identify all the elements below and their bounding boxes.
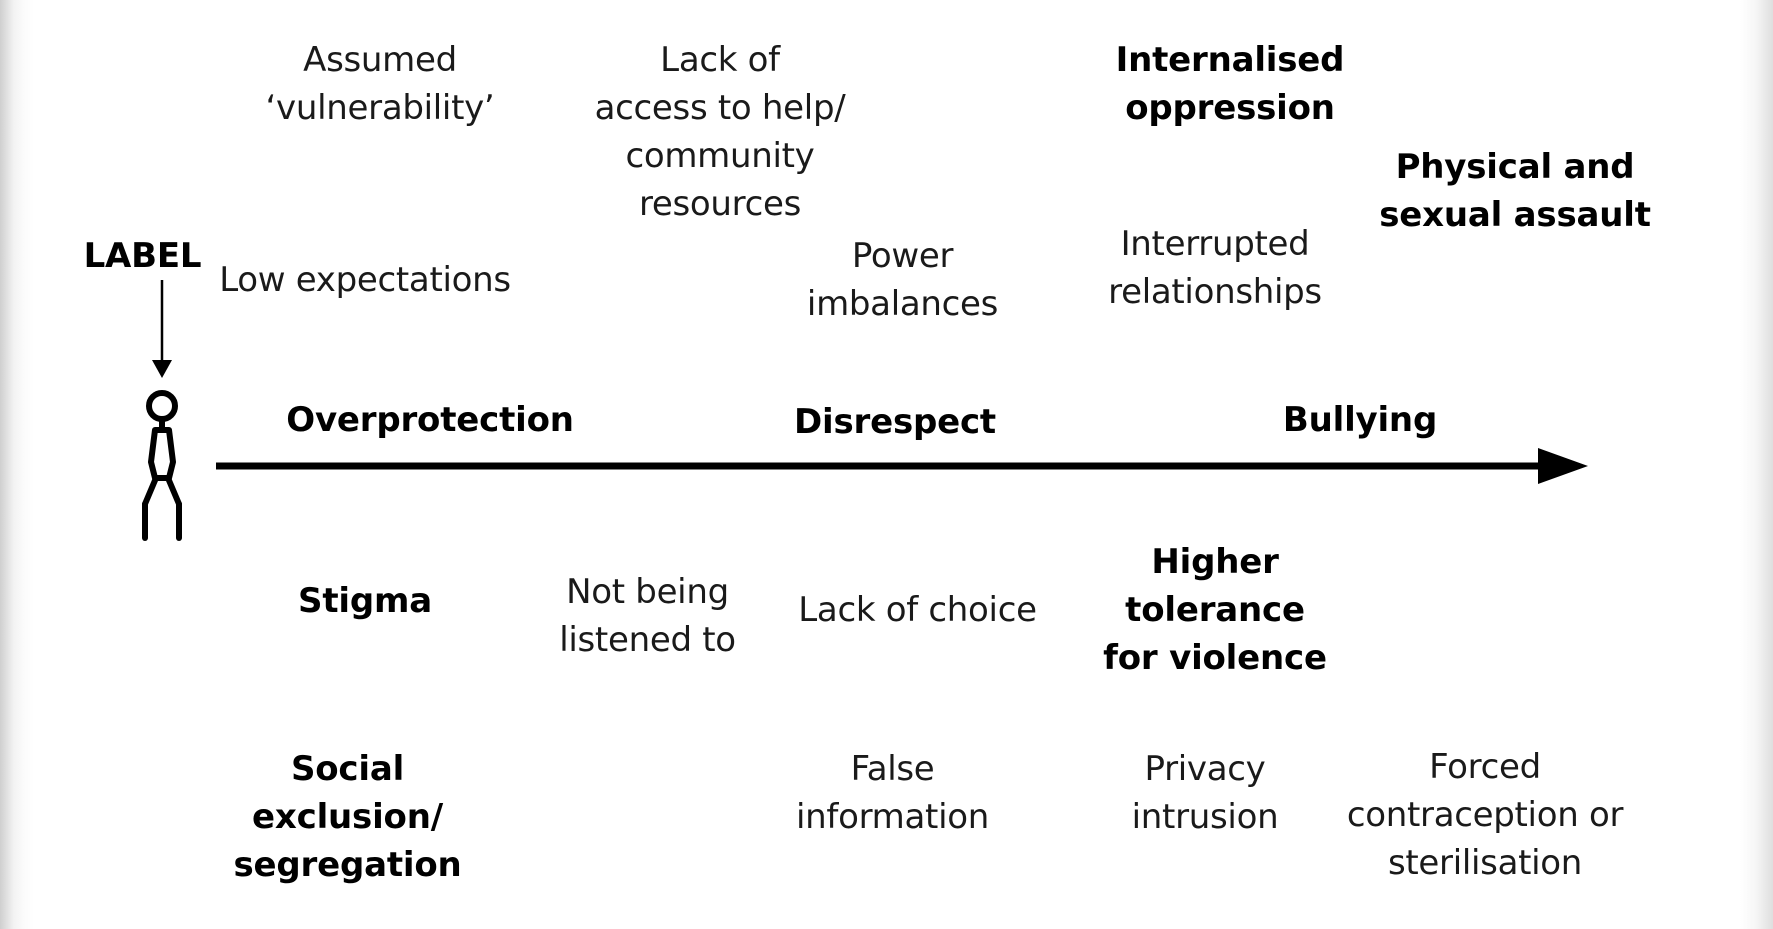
false-information-text: False information [796,749,989,837]
label-heading: LABEL [83,236,202,276]
milestone-overprotection: Overprotection [286,400,574,440]
low-expectations-text: Low expectations [219,260,511,300]
stigma-text: Stigma [298,581,432,621]
social-exclusion-text: Social exclusion/ segregation [233,749,462,885]
milestone-bullying: Bullying [1282,400,1438,440]
power-imbalances-text: Power imbalances [806,236,999,324]
person-figure-icon [142,390,182,541]
interrupted-relationships-text: Interrupted relationships [1108,224,1322,312]
forced-contraception-text: Forced contraception or sterilisation [1346,747,1624,883]
label-pointer-arrow [152,280,172,378]
internalised-oppression-text: Internalised oppression [1115,40,1345,128]
milestone-disrespect: Disrespect [794,402,996,442]
not-listened-to-text: Not being listened to [559,572,736,660]
higher-tolerance-text: Higher tolerance for violence [1103,542,1327,678]
lack-of-access-text: Lack of access to help/ community resour… [594,40,846,224]
assumed-vulnerability-text: Assumed ‘vulnerability’ [265,40,495,128]
physical-sexual-assault-text: Physical and sexual assault [1379,147,1651,235]
privacy-intrusion-text: Privacy intrusion [1131,749,1279,837]
lack-of-choice-text: Lack of choice [798,590,1037,630]
continuum-arrow [216,448,1588,484]
